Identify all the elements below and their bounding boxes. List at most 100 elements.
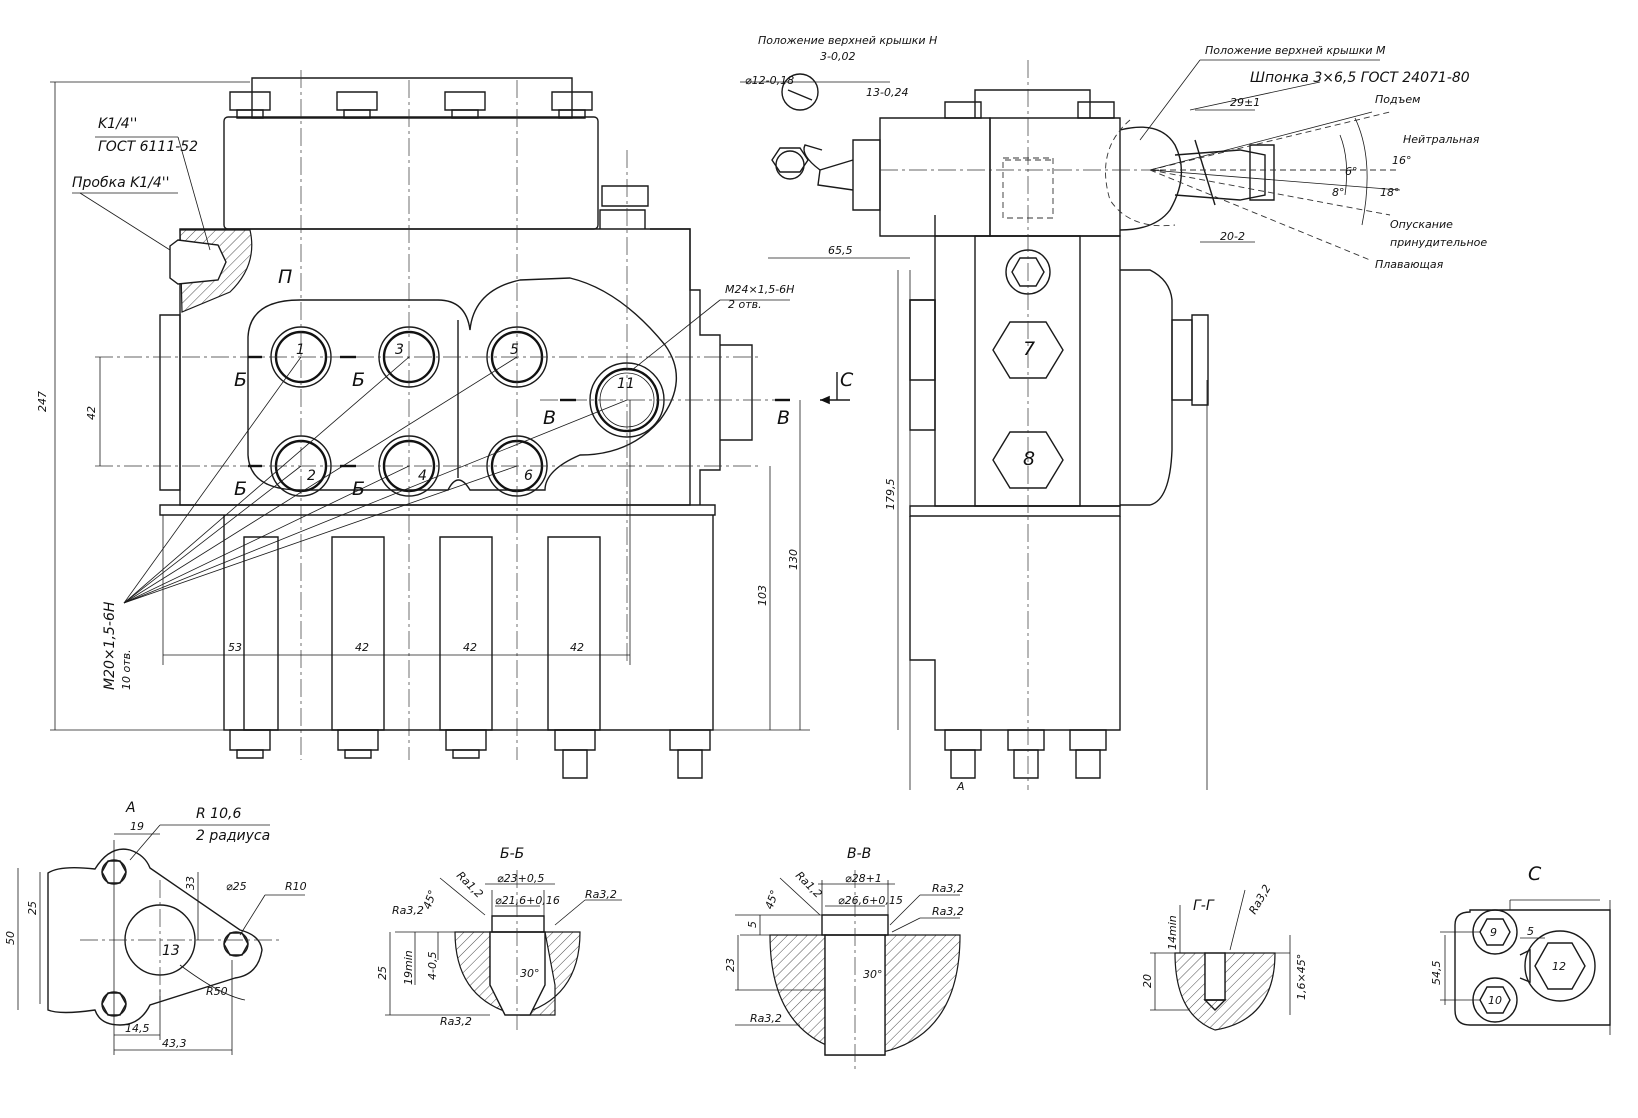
section-bb-ang30: 30° [520, 967, 540, 980]
label-m24: M24×1,5-6H [725, 283, 794, 296]
view-a [18, 825, 305, 1055]
view-c [1440, 900, 1610, 1035]
dim-53: 53 [228, 641, 242, 654]
port-8: 8 [1023, 448, 1035, 470]
view-a-d433: 43,3 [162, 1037, 187, 1050]
dim-16: 16° [1392, 154, 1412, 167]
section-gg-chamfer: 1,6×45° [1295, 954, 1308, 1000]
section-vv-d266: ⌀26,6+0,15 [838, 894, 903, 907]
label-gost6111: ГОСТ 6111-52 [98, 139, 198, 155]
side-labels: Положение верхней крышки Н Положение вер… [745, 34, 1487, 793]
dim-13: 13-0,24 [866, 86, 908, 99]
section-vv-ra32-a: Ra3,2 [932, 882, 964, 895]
section-bb-d19min: 19min [402, 950, 415, 985]
label-probka: Пробка K1/4'' [72, 175, 170, 191]
port-11: 11 [617, 376, 635, 392]
bottom-bolts [230, 730, 710, 778]
dim-42-vertical: 42 [85, 406, 98, 420]
section-vv-ra32-b: Ra3,2 [932, 905, 964, 918]
view-c-d545: 54,5 [1430, 961, 1443, 986]
section-vv [735, 870, 960, 1070]
section-vv-d5: 5 [746, 921, 759, 928]
label-a-marker: A [956, 780, 965, 793]
label-cover-n: Положение верхней крышки Н [758, 34, 937, 47]
dim-d12: ⌀12-0,18 [745, 74, 794, 87]
view-a-d145: 14,5 [125, 1022, 150, 1035]
dim-247: 247 [36, 391, 49, 412]
dim-42-c: 42 [570, 641, 584, 654]
view-c-title: C [1528, 863, 1542, 885]
port-4: 4 [418, 468, 427, 484]
view-c-port-12: 12 [1552, 960, 1566, 973]
view-a-d50: 50 [4, 931, 17, 945]
section-gg-ra32: Ra3,2 [1246, 882, 1273, 916]
view-a-title: A [125, 800, 136, 816]
label-plav: Плавающая [1375, 258, 1444, 271]
section-bb-d4: 4-0,5 [426, 952, 439, 980]
label-podyem: Подъем [1375, 93, 1420, 106]
view-a-d25: 25 [26, 901, 39, 915]
label-neutral: Нейтральная [1403, 133, 1480, 146]
view-a-r106: R 10,6 [196, 806, 241, 822]
section-bb-ra12: Ra1,2 [454, 869, 486, 901]
dim-42-b: 42 [463, 641, 477, 654]
side-view [740, 60, 1400, 790]
section-bb-ra32-a: Ra3,2 [585, 888, 617, 901]
section-bb-ra32-b: Ra3,2 [392, 904, 424, 917]
section-bb-labels: Б-Б ⌀23+0,5 ⌀21,6+0,16 Ra3,2 Ra3,2 Ra3,2… [376, 846, 617, 1028]
section-gg-labels: Г-Г Ra3,2 14min 20 1,6×45° [1141, 882, 1308, 1000]
section-b-1: Б [234, 369, 247, 391]
dim-20: 20-2 [1220, 230, 1245, 243]
section-vv-d28: ⌀28+1 [845, 872, 882, 885]
ports-front [271, 327, 664, 496]
section-vv-ang45: 45° [763, 888, 782, 911]
view-a-r50: R50 [206, 985, 228, 998]
dim-130: 130 [787, 549, 800, 570]
front-view [50, 70, 850, 778]
section-gg-d14min: 14min [1166, 915, 1179, 950]
label-c-arrow: C [840, 369, 854, 391]
dim-8: 8° [1332, 186, 1345, 199]
dim-1795: 179,5 [884, 479, 897, 511]
view-a-radii: 2 радиуса [196, 828, 270, 844]
port-5: 5 [510, 342, 519, 358]
dim-18: 18° [1380, 186, 1400, 199]
port-1: 1 [296, 342, 305, 358]
dim-29: 29±1 [1230, 96, 1260, 109]
dim-42-a: 42 [355, 641, 369, 654]
section-gg-title: Г-Г [1193, 898, 1215, 914]
section-v-1: В [543, 407, 556, 429]
section-vv-ra12: Ra1,2 [793, 869, 825, 901]
view-c-port-10: 10 [1488, 994, 1502, 1007]
view-c-labels: C 5 54,5 9 10 12 [1430, 863, 1566, 1007]
view-a-d33: 33 [184, 876, 197, 890]
section-bb-d25: 25 [376, 966, 389, 980]
section-bb-ang45: 45° [421, 888, 440, 911]
cover-bolts [230, 92, 648, 206]
section-vv-d23: 23 [724, 958, 737, 972]
section-vv-ra32-c: Ra3,2 [750, 1012, 782, 1025]
view-a-r10: R10 [285, 880, 307, 893]
section-b-2: Б [352, 369, 365, 391]
section-v-2: В [777, 407, 790, 429]
label-m20: M20×1,5-6H [102, 601, 118, 690]
section-gg-d20: 20 [1141, 974, 1154, 988]
section-b-4: Б [352, 478, 365, 500]
view-c-d5: 5 [1527, 925, 1534, 938]
label-prin: принудительное [1390, 236, 1487, 249]
dim-103: 103 [756, 585, 769, 606]
label-2otv: 2 отв. [728, 298, 762, 311]
section-vv-title: В-В [847, 846, 871, 862]
section-b-3: Б [234, 478, 247, 500]
section-bb-d23: ⌀23+0,5 [497, 872, 544, 885]
port-6: 6 [524, 468, 533, 484]
dim-3: 3-0,02 [820, 50, 855, 63]
label-10otv: 10 отв. [120, 649, 133, 690]
label-cover-m: Положение верхней крышки М [1205, 44, 1386, 57]
port-7: 7 [1023, 338, 1035, 360]
label-k14: K1/4'' [98, 116, 137, 132]
dim-6: 6° [1345, 165, 1358, 178]
section-bb-ra32-c: Ra3,2 [440, 1015, 472, 1028]
view-a-labels: A 19 R 10,6 2 радиуса 33 ⌀25 R10 25 50 1… [4, 800, 307, 1050]
